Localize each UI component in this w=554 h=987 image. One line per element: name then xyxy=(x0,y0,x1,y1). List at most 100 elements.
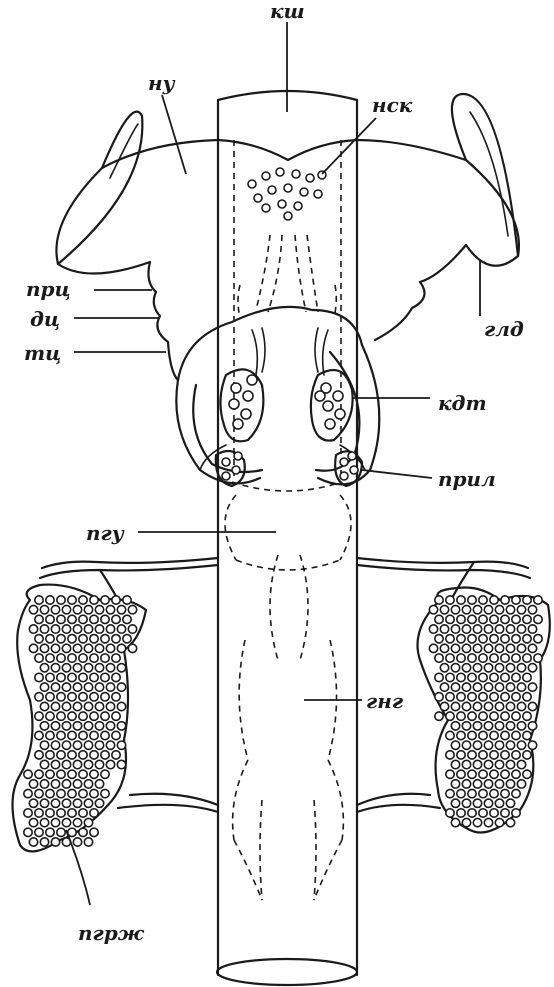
gland-cell xyxy=(490,789,498,797)
gland-cell xyxy=(484,702,492,710)
gland-cell xyxy=(79,693,87,701)
gland-cell xyxy=(106,644,114,652)
gland-cell xyxy=(90,615,98,623)
gland-cell xyxy=(506,760,514,768)
gland-cell xyxy=(473,644,481,652)
right-optic-lobe xyxy=(452,94,519,266)
gland-cell xyxy=(46,635,54,643)
gland-cell xyxy=(90,770,98,778)
gland-cell xyxy=(468,673,476,681)
gland-cell xyxy=(101,635,109,643)
gland-cell xyxy=(51,625,59,633)
gland-cell xyxy=(495,741,503,749)
gland-cell xyxy=(24,789,32,797)
gland-cell xyxy=(68,731,76,739)
gland-cell xyxy=(73,780,81,788)
gland-cell xyxy=(534,654,542,662)
gland-cell xyxy=(490,712,498,720)
gland-cell xyxy=(435,673,443,681)
gland-cell xyxy=(446,673,454,681)
gland-cell xyxy=(68,809,76,817)
gland-cell xyxy=(46,770,54,778)
gland-cell xyxy=(440,664,448,672)
gland-cell xyxy=(484,780,492,788)
gland-cell xyxy=(451,722,459,730)
gland-cell xyxy=(512,809,520,817)
gland-cell xyxy=(473,722,481,730)
gland-cell xyxy=(523,635,531,643)
gland-cell xyxy=(440,702,448,710)
gland-cell xyxy=(84,838,92,846)
gland-cell xyxy=(128,644,136,652)
gland-cell xyxy=(501,712,509,720)
gland-cell xyxy=(517,722,525,730)
gland-cell xyxy=(40,683,48,691)
gland-cell xyxy=(90,596,98,604)
gland-cell xyxy=(501,635,509,643)
gland-cell xyxy=(101,789,109,797)
gland-cell xyxy=(429,644,437,652)
gland-cell xyxy=(101,654,109,662)
gland-cell xyxy=(95,702,103,710)
gland-cell xyxy=(501,615,509,623)
gland-cell xyxy=(57,596,65,604)
gland-cell xyxy=(479,751,487,759)
gland-cell xyxy=(57,731,65,739)
gland-cell xyxy=(534,615,542,623)
gland-cell xyxy=(501,731,509,739)
gland-cell xyxy=(68,654,76,662)
gland-cell xyxy=(446,789,454,797)
gland-cell xyxy=(95,741,103,749)
gland-cell xyxy=(462,818,470,826)
gland-cell xyxy=(468,751,476,759)
gland-cell xyxy=(90,751,98,759)
gland-cell xyxy=(495,780,503,788)
gland-cell xyxy=(101,731,109,739)
gland-cell xyxy=(73,605,81,613)
gland-cell xyxy=(84,664,92,672)
left-optic-lobe xyxy=(56,112,150,274)
gland-cell xyxy=(68,635,76,643)
gland-cell xyxy=(462,664,470,672)
gland-cell xyxy=(51,780,59,788)
gland-cell xyxy=(117,644,125,652)
gland-cell xyxy=(90,828,98,836)
gland-cell xyxy=(40,799,48,807)
gland-cell xyxy=(57,673,65,681)
gland-cell xyxy=(79,673,87,681)
gland-cell xyxy=(490,731,498,739)
gland-cell xyxy=(457,693,465,701)
gland-cell xyxy=(484,605,492,613)
gland-cell xyxy=(501,673,509,681)
label-pril: прил xyxy=(438,467,496,491)
gland-cell xyxy=(84,722,92,730)
gland-cell xyxy=(84,780,92,788)
gland-cell xyxy=(112,673,120,681)
gland-cell xyxy=(446,654,454,662)
gland-cell xyxy=(512,673,520,681)
gland-cell xyxy=(62,625,70,633)
gland-cell xyxy=(528,722,536,730)
gland-cell xyxy=(106,664,114,672)
gland-cell xyxy=(112,693,120,701)
gland-cell xyxy=(90,693,98,701)
gland-cell xyxy=(57,770,65,778)
gland-cell xyxy=(512,615,520,623)
gland-cell xyxy=(468,596,476,604)
gland-cell xyxy=(24,770,32,778)
gland-cell xyxy=(484,664,492,672)
gland-cell xyxy=(40,780,48,788)
gland-cell xyxy=(457,615,465,623)
gland-cell xyxy=(35,731,43,739)
gland-cell xyxy=(84,741,92,749)
gland-cell xyxy=(523,731,531,739)
gland-cell xyxy=(68,596,76,604)
gland-cell xyxy=(495,799,503,807)
gland-cell xyxy=(435,635,443,643)
gland-cell xyxy=(46,828,54,836)
gland-cell xyxy=(40,605,48,613)
gland-cell xyxy=(73,760,81,768)
gland-cell xyxy=(57,789,65,797)
gland-cell xyxy=(468,789,476,797)
gland-cell xyxy=(479,615,487,623)
